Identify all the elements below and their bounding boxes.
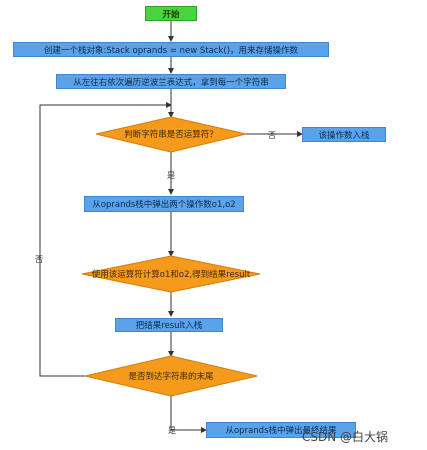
start-node: 开始 (145, 6, 197, 21)
is-end-text: 是否到达字符串的末尾 (128, 372, 214, 382)
pop-final-box: 从oprands栈中弹出最终结果 (206, 422, 356, 438)
push-operand-box: 该操作数入栈 (302, 127, 386, 142)
decision-diamond-compute (81, 255, 261, 293)
edge-label-yes-down: 是 (167, 171, 175, 180)
compute-text: 使用该运算符计算o1和o2,得到结果result (91, 270, 251, 280)
decision-diamond-operator (95, 116, 247, 153)
push-result-box: 把结果result入栈 (115, 318, 223, 332)
csdn-watermark: CSDN @白大锅 (302, 430, 389, 444)
decision-diamond-end (84, 355, 258, 397)
pop-two-box: 从oprands栈中弹出两个操作数o1,o2 (84, 196, 244, 212)
edge-label-no-loop: 否 (35, 255, 43, 264)
edge-loop-back (39, 102, 172, 377)
create-stack-box: 创建一个栈对象:Stack oprands = new Stack()，用来存储… (13, 42, 329, 57)
is-operator-text: 判断字符串是否运算符？ (124, 130, 218, 140)
traverse-box: 从左往右依次遍历逆波兰表达式，拿到每一个字符串 (56, 74, 286, 89)
edge-label-no-right: 否 (268, 131, 276, 140)
edge-end-pop-final (170, 396, 207, 433)
edge-label-yes-end: 是 (168, 426, 176, 435)
